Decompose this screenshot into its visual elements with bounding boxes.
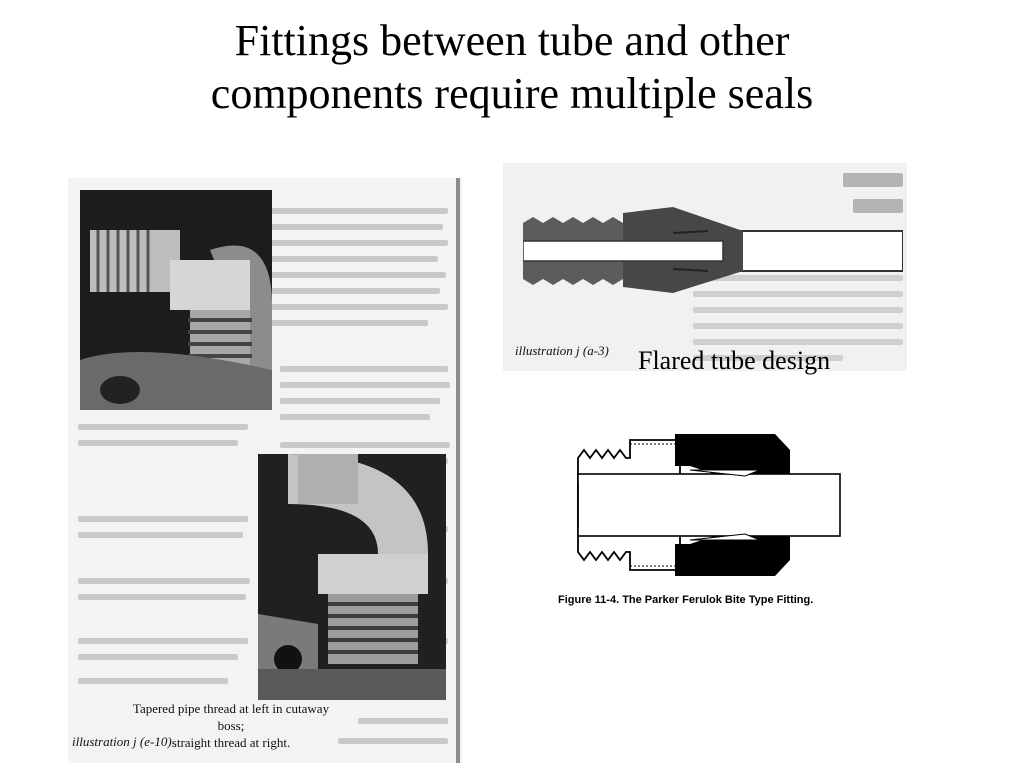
photo-caption-line-1: Tapered pipe thread at left in cutaway b… <box>132 701 330 733</box>
illustration-label-e10: illustration j (e-10) <box>72 734 172 749</box>
photo-caption: Tapered pipe thread at left in cutaway b… <box>131 700 331 751</box>
elbow-fitting-photo <box>80 190 272 410</box>
slide-title: Fittings between tube and other componen… <box>0 14 1024 120</box>
ferulok-fitting-drawing <box>577 434 841 576</box>
flared-tube-figure: illustration j (a-3) <box>503 163 907 371</box>
scanned-book-page: Tapered pipe thread at left in cutaway b… <box>68 178 462 763</box>
photo-caption-line-2: straight thread at right. <box>171 735 291 750</box>
illustration-label-a3: illustration j (a-3) <box>515 343 609 358</box>
ferulok-figure-caption: Figure 11-4. The Parker Ferulok Bite Typ… <box>558 594 814 606</box>
flared-tube-caption: Flared tube design <box>638 346 831 375</box>
straight-fitting-photo <box>258 454 446 700</box>
slide-title-line-2: components require multiple seals <box>210 69 814 118</box>
slide-title-line-1: Fittings between tube and other <box>234 16 790 65</box>
flared-fitting-drawing <box>523 207 903 293</box>
page-edge-line <box>456 178 460 763</box>
